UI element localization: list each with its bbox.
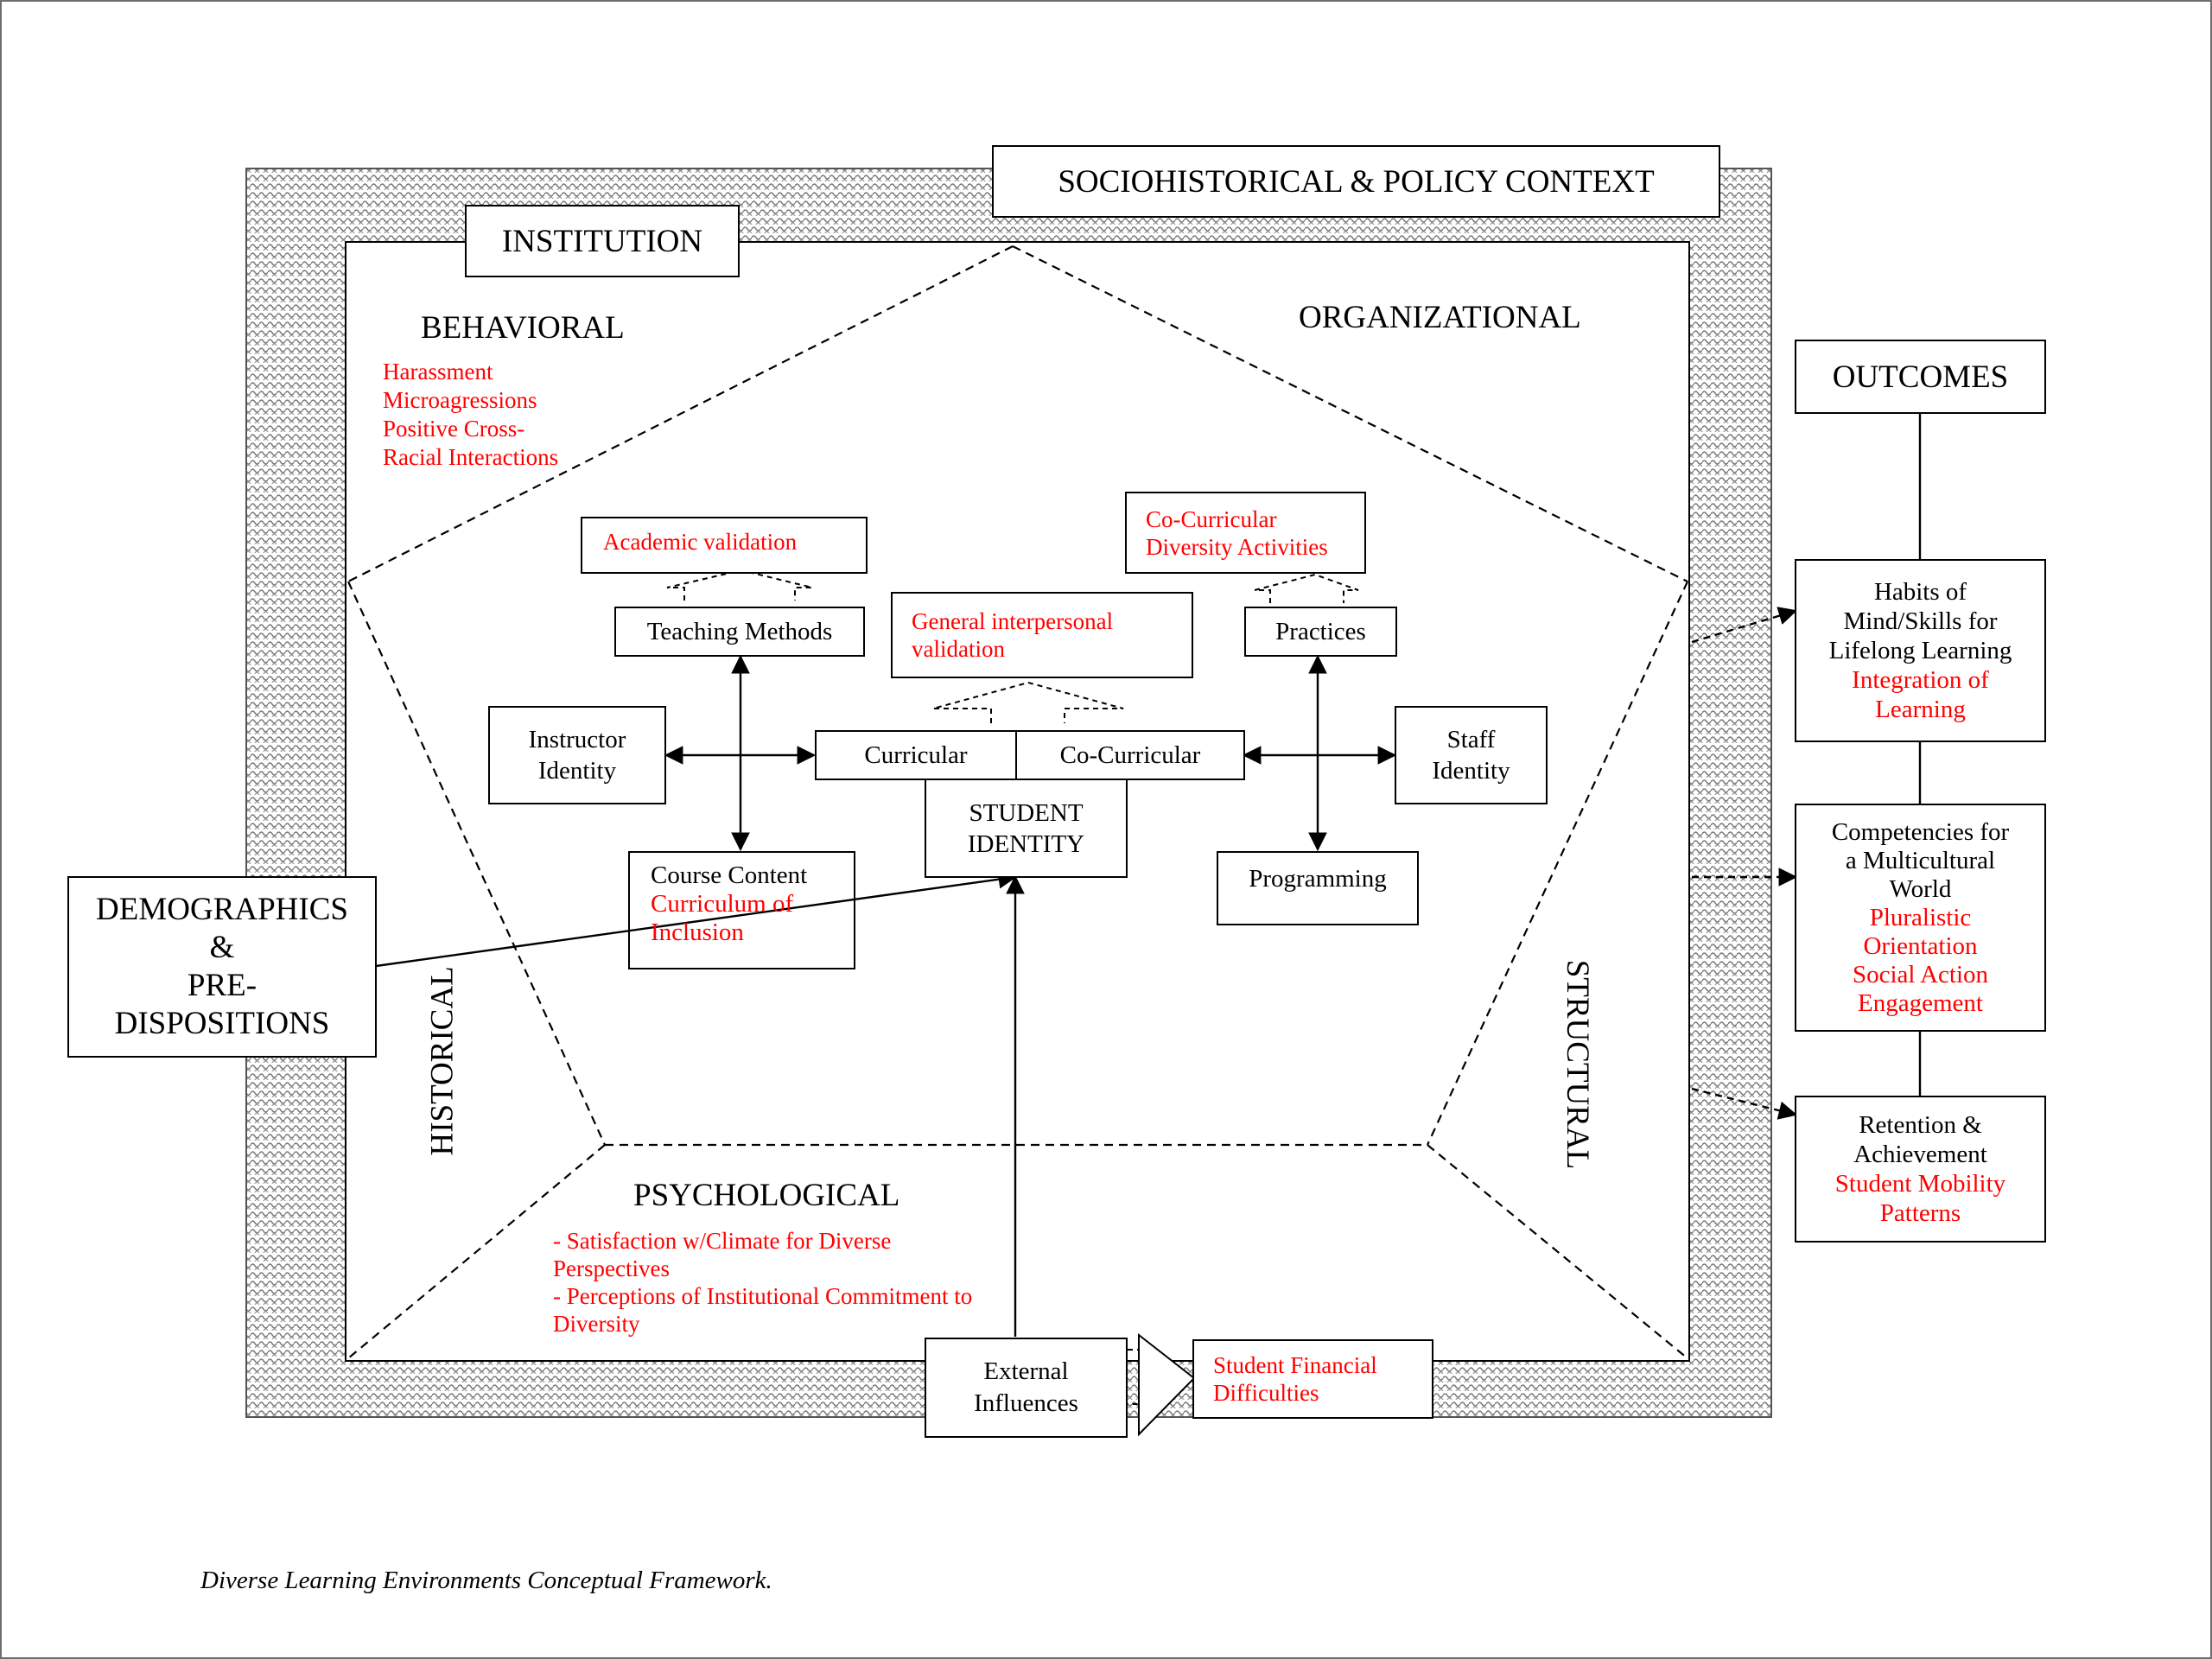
behavioral-items: Harassment Microagressions Positive Cros…: [383, 358, 558, 472]
behavioral-item: Harassment: [383, 359, 493, 385]
competencies-line: World: [1889, 874, 1952, 903]
instructor-identity-line: Identity: [537, 757, 617, 785]
habits-line: Lifelong Learning: [1828, 637, 2012, 664]
outcome-habits-box: Habits of Mind/Skills for Lifelong Learn…: [1795, 559, 2046, 742]
behavioral-item: Microagressions: [383, 387, 537, 413]
psychological-item: - Satisfaction w/Climate for Diverse: [553, 1228, 892, 1254]
student-identity-line: STUDENT: [969, 798, 1084, 827]
student-financial-line: Student Financial: [1213, 1352, 1377, 1378]
teaching-methods-box: Teaching Methods: [614, 607, 865, 657]
outcomes-header: OUTCOMES: [1795, 340, 2046, 414]
academic-validation-box: Academic validation: [581, 517, 868, 574]
co-curricular-box: Co-Curricular: [1015, 730, 1245, 780]
external-influences-line: Influences: [974, 1389, 1078, 1417]
co-curricular-label: Co-Curricular: [1059, 741, 1201, 769]
student-financial-line: Difficulties: [1213, 1380, 1319, 1406]
behavioral-item: Positive Cross-: [383, 416, 525, 442]
habits-red-line: Learning: [1875, 696, 1966, 723]
student-identity-box: STUDENT IDENTITY: [925, 779, 1128, 878]
structural-label: STRUCTURAL: [1560, 959, 1595, 1170]
competencies-line: Competencies for: [1831, 817, 2010, 846]
psychological-item: Perspectives: [553, 1255, 670, 1281]
demographics-line: DISPOSITIONS: [114, 1006, 330, 1041]
institution-label: INSTITUTION: [501, 223, 703, 259]
student-financial-box: Student Financial Difficulties: [1192, 1339, 1433, 1419]
psychological-label: PSYCHOLOGICAL: [633, 1178, 900, 1213]
demographics-line: PRE-: [187, 968, 257, 1003]
demographics-student-line: [375, 869, 1018, 968]
retention-line: Achievement: [1853, 1141, 1987, 1168]
sociohistorical-label: SOCIOHISTORICAL & POLICY CONTEXT: [1058, 163, 1655, 200]
curricular-box: Curricular: [815, 730, 1017, 780]
psychological-items: - Satisfaction w/Climate for Diverse Per…: [553, 1227, 972, 1338]
practices-label: Practices: [1275, 617, 1366, 645]
academic-validation-label: Academic validation: [603, 529, 798, 555]
teaching-methods-label: Teaching Methods: [646, 617, 833, 645]
competencies-red-line: Orientation: [1863, 931, 1978, 960]
outcome-competencies-box: Competencies for a Multicultural World P…: [1795, 804, 2046, 1032]
competencies-red-line: Social Action: [1852, 960, 1989, 988]
organizational-label: ORGANIZATIONAL: [1299, 300, 1581, 335]
curriculum-inclusion-line: Inclusion: [651, 918, 744, 946]
co-curricular-activities-box: Co-Curricular Diversity Activities: [1125, 492, 1366, 574]
practices-box: Practices: [1244, 607, 1397, 657]
historical-label: HISTORICAL: [424, 966, 461, 1156]
habits-line: Mind/Skills for: [1843, 607, 1998, 635]
co-curricular-activities-line: Diversity Activities: [1146, 533, 1328, 560]
co-curricular-activities-line: Co-Curricular: [1146, 505, 1277, 532]
curricular-label: Curricular: [864, 741, 968, 769]
competencies-red-line: Engagement: [1858, 988, 1983, 1017]
retention-red-line: Student Mobility: [1834, 1170, 2006, 1198]
psychological-item: - Perceptions of Institutional Commitmen…: [553, 1283, 973, 1309]
demographics-line: DEMOGRAPHICS: [96, 892, 348, 927]
demographics-box: DEMOGRAPHICS & PRE- DISPOSITIONS: [67, 876, 377, 1058]
course-content-box: Course Content Curriculum of Inclusion: [628, 851, 855, 969]
demographics-line: &: [209, 930, 235, 965]
behavioral-item: Racial Interactions: [383, 444, 559, 470]
sociohistorical-header: SOCIOHISTORICAL & POLICY CONTEXT: [992, 145, 1720, 218]
staff-identity-line: Identity: [1432, 757, 1510, 785]
outcome-retention-box: Retention & Achievement Student Mobility…: [1795, 1096, 2046, 1243]
behavioral-label: BEHAVIORAL: [421, 310, 625, 346]
to-outcomes-arrows: [1691, 607, 1798, 1120]
staff-identity-line: Staff: [1446, 726, 1496, 753]
habits-red-line: Integration of: [1852, 666, 1989, 694]
outcomes-title: OUTCOMES: [1832, 359, 2009, 395]
student-identity-line: IDENTITY: [967, 830, 1085, 858]
institution-header: INSTITUTION: [465, 205, 740, 277]
habits-line: Habits of: [1873, 578, 1967, 606]
curriculum-inclusion-line: Curriculum of: [651, 890, 794, 918]
figure-caption: Diverse Learning Environments Conceptual…: [200, 1567, 772, 1594]
competencies-red-line: Pluralistic: [1869, 903, 1972, 931]
programming-label: Programming: [1249, 865, 1387, 893]
general-validation-line: validation: [912, 636, 1005, 662]
instructor-identity-line: Instructor: [528, 726, 626, 753]
competencies-line: a Multicultural: [1845, 846, 1996, 874]
external-to-financial-arrow: [1138, 1332, 1196, 1437]
retention-red-line: Patterns: [1879, 1199, 1961, 1227]
staff-identity-box: Staff Identity: [1395, 706, 1548, 804]
retention-line: Retention &: [1859, 1111, 1982, 1139]
general-validation-line: General interpersonal: [912, 608, 1114, 634]
course-content-label: Course Content: [651, 861, 808, 889]
general-validation-box: General interpersonal validation: [891, 592, 1193, 678]
external-influences-box: External Influences: [925, 1338, 1128, 1438]
programming-box: Programming: [1217, 851, 1419, 925]
external-influences-line: External: [983, 1357, 1069, 1385]
psychological-item: Diversity: [553, 1311, 640, 1337]
instructor-identity-box: Instructor Identity: [488, 706, 666, 804]
